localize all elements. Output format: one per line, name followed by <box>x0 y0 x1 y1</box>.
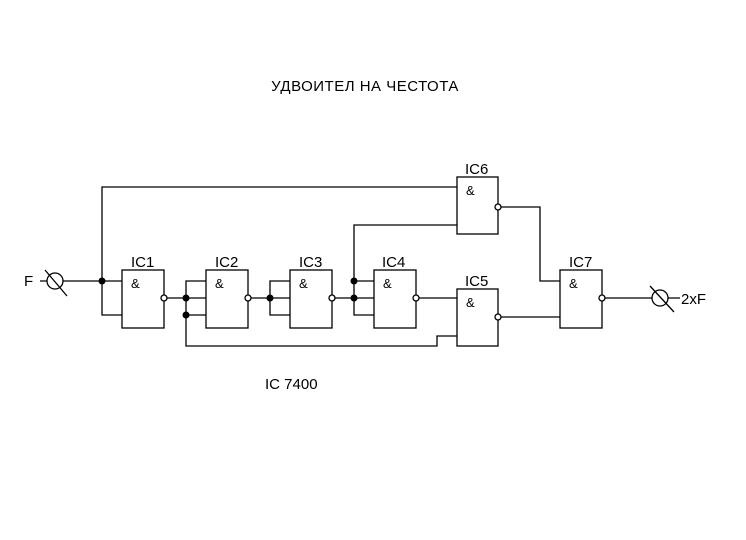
gate-ic2-symbol: & <box>215 276 224 291</box>
junction-dot <box>182 311 190 319</box>
wires <box>40 186 680 347</box>
gate-ic5-label: IC5 <box>465 273 488 290</box>
terminal-slash <box>649 285 675 313</box>
junctions <box>98 277 358 319</box>
gate-ic7-symbol: & <box>569 276 578 291</box>
gate-ic1-label: IC1 <box>131 254 154 271</box>
gate-ic7-label: IC7 <box>569 254 592 271</box>
junction-dot <box>266 294 274 302</box>
gate-ic7: & IC7 <box>559 254 606 329</box>
input-terminal: F <box>24 269 68 297</box>
gate-ic3-label: IC3 <box>299 254 322 271</box>
gate-ic4: & IC4 <box>373 254 420 329</box>
gate-ic4-label: IC4 <box>382 254 405 271</box>
wire-ic3-in2 <box>269 298 290 316</box>
gate-ic4-symbol: & <box>383 276 392 291</box>
gate-ic7-inverter-bubble <box>598 294 606 302</box>
gate-ic3: & IC3 <box>289 254 336 329</box>
gate-ic5: & IC5 <box>456 273 502 347</box>
junction-dot <box>350 294 358 302</box>
gate-ic6-label: IC6 <box>465 161 488 178</box>
gate-ic6: & IC6 <box>456 161 502 235</box>
junction-dot <box>350 277 358 285</box>
gate-ic6-body <box>456 176 499 235</box>
gate-ic6-inverter-bubble <box>494 203 502 211</box>
gate-ic1-body <box>121 269 165 329</box>
chip-note: IC 7400 <box>265 376 318 393</box>
gate-ic5-inverter-bubble <box>494 313 502 321</box>
wire-to-ic6-bottom <box>353 224 457 281</box>
gate-ic6-symbol: & <box>466 183 475 198</box>
gate-ic7-body <box>559 269 603 329</box>
gate-ic2-inverter-bubble <box>244 294 252 302</box>
wire-ic6-ic7 <box>498 206 560 282</box>
wire-to-ic6-top <box>101 186 457 281</box>
wire-ic3-in1 <box>269 280 290 298</box>
input-label: F <box>24 273 33 290</box>
gate-ic1-inverter-bubble <box>160 294 168 302</box>
gate-ic3-symbol: & <box>299 276 308 291</box>
gate-ic2-body <box>205 269 249 329</box>
output-terminal: 2xF <box>649 285 706 313</box>
gate-ic4-body <box>373 269 417 329</box>
wire-ic2-in2 <box>185 298 206 316</box>
output-label: 2xF <box>681 291 706 308</box>
wire-ic1-tied <box>101 281 122 316</box>
wire-ic2-in1 <box>185 280 206 298</box>
diagram-title: УДВОИТЕЛ НА ЧЕСТОТА <box>271 78 459 95</box>
wire-ic4-in1 <box>353 280 374 298</box>
gate-ic3-inverter-bubble <box>328 294 336 302</box>
gate-ic1-symbol: & <box>131 276 140 291</box>
wire-ic4-in2 <box>353 298 374 316</box>
terminal-slash <box>44 269 68 297</box>
gate-ic4-inverter-bubble <box>412 294 420 302</box>
junction-dot <box>182 294 190 302</box>
wire-to-ic5-bottom <box>185 315 457 347</box>
gate-ic1: & IC1 <box>121 254 168 329</box>
gate-ic2: & IC2 <box>205 254 252 329</box>
gate-ic5-body <box>456 288 499 347</box>
junction-dot <box>98 277 106 285</box>
gate-ic3-body <box>289 269 333 329</box>
gate-ic5-symbol: & <box>466 295 475 310</box>
gate-ic2-label: IC2 <box>215 254 238 271</box>
